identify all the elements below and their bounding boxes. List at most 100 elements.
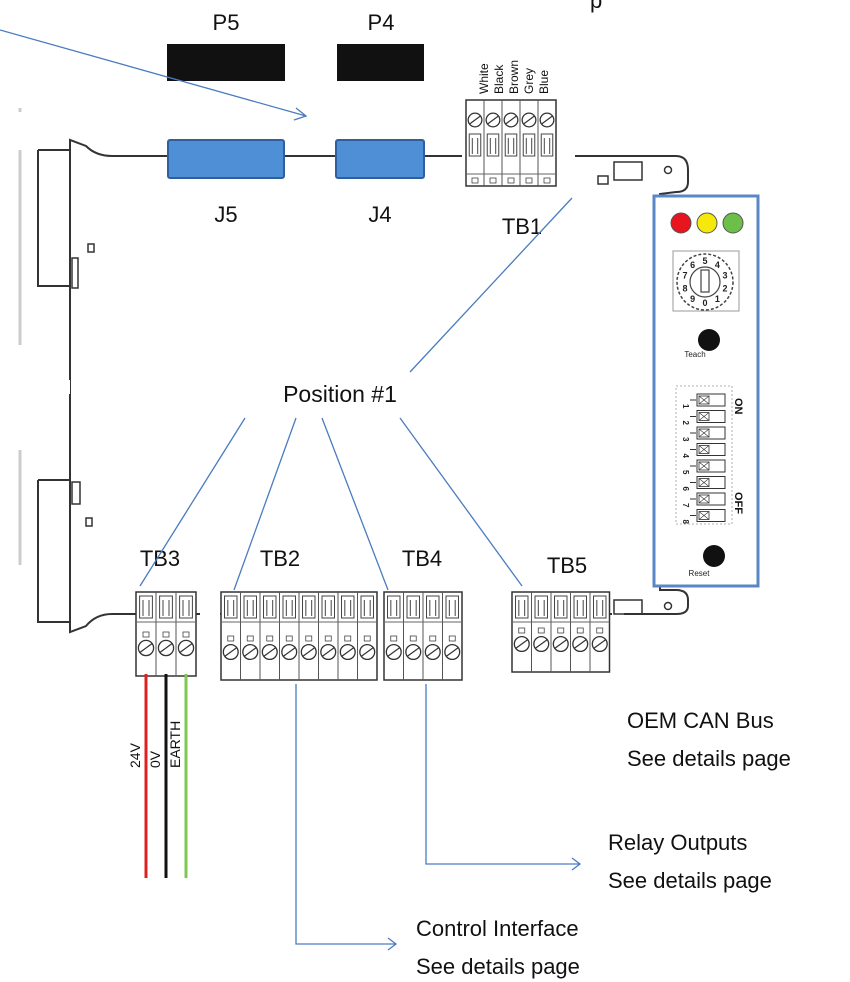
- wire-label-earth: EARTH: [167, 721, 183, 768]
- dip-switch-number: 6: [681, 487, 690, 492]
- dip-switch-number: 8: [681, 520, 690, 525]
- terminal-pin: [222, 595, 239, 661]
- green-led-icon: [722, 212, 744, 234]
- dial-digit: 1: [715, 294, 720, 304]
- tb3-label: TB3: [140, 546, 180, 571]
- terminal-pin: [422, 592, 441, 680]
- terminal-pin: [442, 592, 461, 680]
- dial-digit: 5: [702, 256, 707, 266]
- red-led-icon: [670, 212, 692, 234]
- tb1-wire-label-brown: Brown: [507, 60, 521, 94]
- relay-callout-title: Relay Outputs: [608, 830, 747, 855]
- terminal-pin: [318, 592, 337, 680]
- dip-switch-2[interactable]: 2: [681, 410, 726, 426]
- j5-label: J5: [214, 202, 237, 227]
- dip-switch-bank: 1 2 3 4 5 6 7 8: [675, 385, 733, 525]
- terminal-pin: [240, 592, 259, 680]
- j4-label: J4: [368, 202, 391, 227]
- dial-digit: 7: [683, 271, 688, 281]
- dip-switch-5[interactable]: 5: [681, 459, 726, 475]
- tb1-label: TB1: [502, 214, 542, 239]
- terminal-pin: [403, 592, 422, 680]
- terminal-pin: [537, 100, 555, 186]
- j4-jack: [335, 139, 425, 179]
- tb5-terminal-block: [511, 591, 611, 673]
- teach-label: Teach: [684, 350, 705, 359]
- terminal-pin: [467, 112, 483, 184]
- dial-digit: 8: [683, 283, 688, 293]
- relay-leader: [425, 684, 582, 871]
- pointer-arrow: [0, 29, 308, 121]
- reset-label: Reset: [689, 569, 711, 578]
- tb1-wire-label-blue: Blue: [537, 70, 551, 94]
- can-callout-detail: See details page: [627, 746, 791, 771]
- dip-on-label: ON: [732, 398, 744, 415]
- dip-switch-number: 2: [681, 421, 690, 426]
- dial-digit: 3: [722, 271, 727, 281]
- p5-label: P5: [213, 10, 240, 35]
- position-label: Position #1: [283, 381, 397, 407]
- dip-off-label: OFF: [732, 492, 744, 514]
- dip-switch-number: 7: [681, 503, 690, 508]
- wire-label-24v: 24V: [127, 742, 143, 768]
- tb1-wire-label-black: Black: [492, 64, 506, 94]
- tb1-wire-label-grey: Grey: [522, 68, 536, 94]
- control-callout-title: Control Interface: [416, 916, 579, 941]
- tb1-wire-label-white: White: [477, 63, 491, 94]
- terminal-pin: [279, 592, 298, 680]
- terminal-pin: [385, 595, 402, 661]
- terminal-pin: [501, 100, 519, 186]
- dip-switch-number: 3: [681, 437, 690, 442]
- reset-button[interactable]: [703, 545, 725, 567]
- terminal-pin: [337, 592, 356, 680]
- dial-digit: 2: [722, 283, 727, 293]
- terminal-pin: [259, 592, 278, 680]
- control-leader: [295, 684, 398, 951]
- tb5-label: TB5: [547, 553, 587, 578]
- yellow-led-icon: [696, 212, 718, 234]
- dip-switch-number: 5: [681, 470, 690, 475]
- tb4-label: TB4: [402, 546, 442, 571]
- dial-digit: 4: [715, 260, 720, 270]
- terminal-pin: [570, 592, 589, 672]
- terminal-pin: [531, 592, 550, 672]
- position-leader-lines: [139, 197, 573, 591]
- control-callout-detail: See details page: [416, 954, 580, 979]
- terminal-pin: [155, 592, 175, 676]
- dip-switch-number: 1: [681, 404, 690, 409]
- tb2-label: TB2: [260, 546, 300, 571]
- board-edge-marks: [71, 161, 673, 615]
- dip-switch-7[interactable]: 7: [681, 492, 726, 508]
- dip-switch-4[interactable]: 4: [681, 443, 726, 459]
- teach-button[interactable]: [698, 329, 720, 351]
- terminal-pin: [175, 592, 195, 676]
- tb4-terminal-block: [383, 591, 463, 681]
- wire-label-0v: 0V: [147, 750, 163, 768]
- tb1-terminal-block: [465, 99, 557, 187]
- terminal-pin: [550, 592, 569, 672]
- can-callout-title: OEM CAN Bus: [627, 708, 774, 733]
- terminal-pin: [519, 100, 537, 186]
- terminal-pin: [589, 592, 608, 672]
- dip-switch-number: 4: [681, 454, 690, 459]
- j5-jack: [167, 139, 285, 179]
- terminal-pin: [137, 595, 155, 657]
- dip-switch-3[interactable]: 3: [681, 426, 726, 442]
- terminal-pin: [513, 595, 530, 653]
- relay-callout-detail: See details page: [608, 868, 772, 893]
- terminal-pin: [298, 592, 317, 680]
- tb3-terminal-block: [135, 591, 197, 677]
- p4-header: [337, 44, 424, 81]
- dip-switch-6[interactable]: 6: [681, 476, 726, 492]
- dial-digit: 0: [702, 298, 707, 308]
- p5-header: [167, 44, 285, 81]
- dip-switch-8[interactable]: 8: [681, 509, 726, 525]
- dial-digit: 6: [690, 260, 695, 270]
- dip-switch-1[interactable]: 1: [681, 393, 726, 409]
- top-right-fragment: p: [590, 0, 602, 13]
- p4-label: P4: [368, 10, 395, 35]
- tb2-terminal-block: [220, 591, 378, 681]
